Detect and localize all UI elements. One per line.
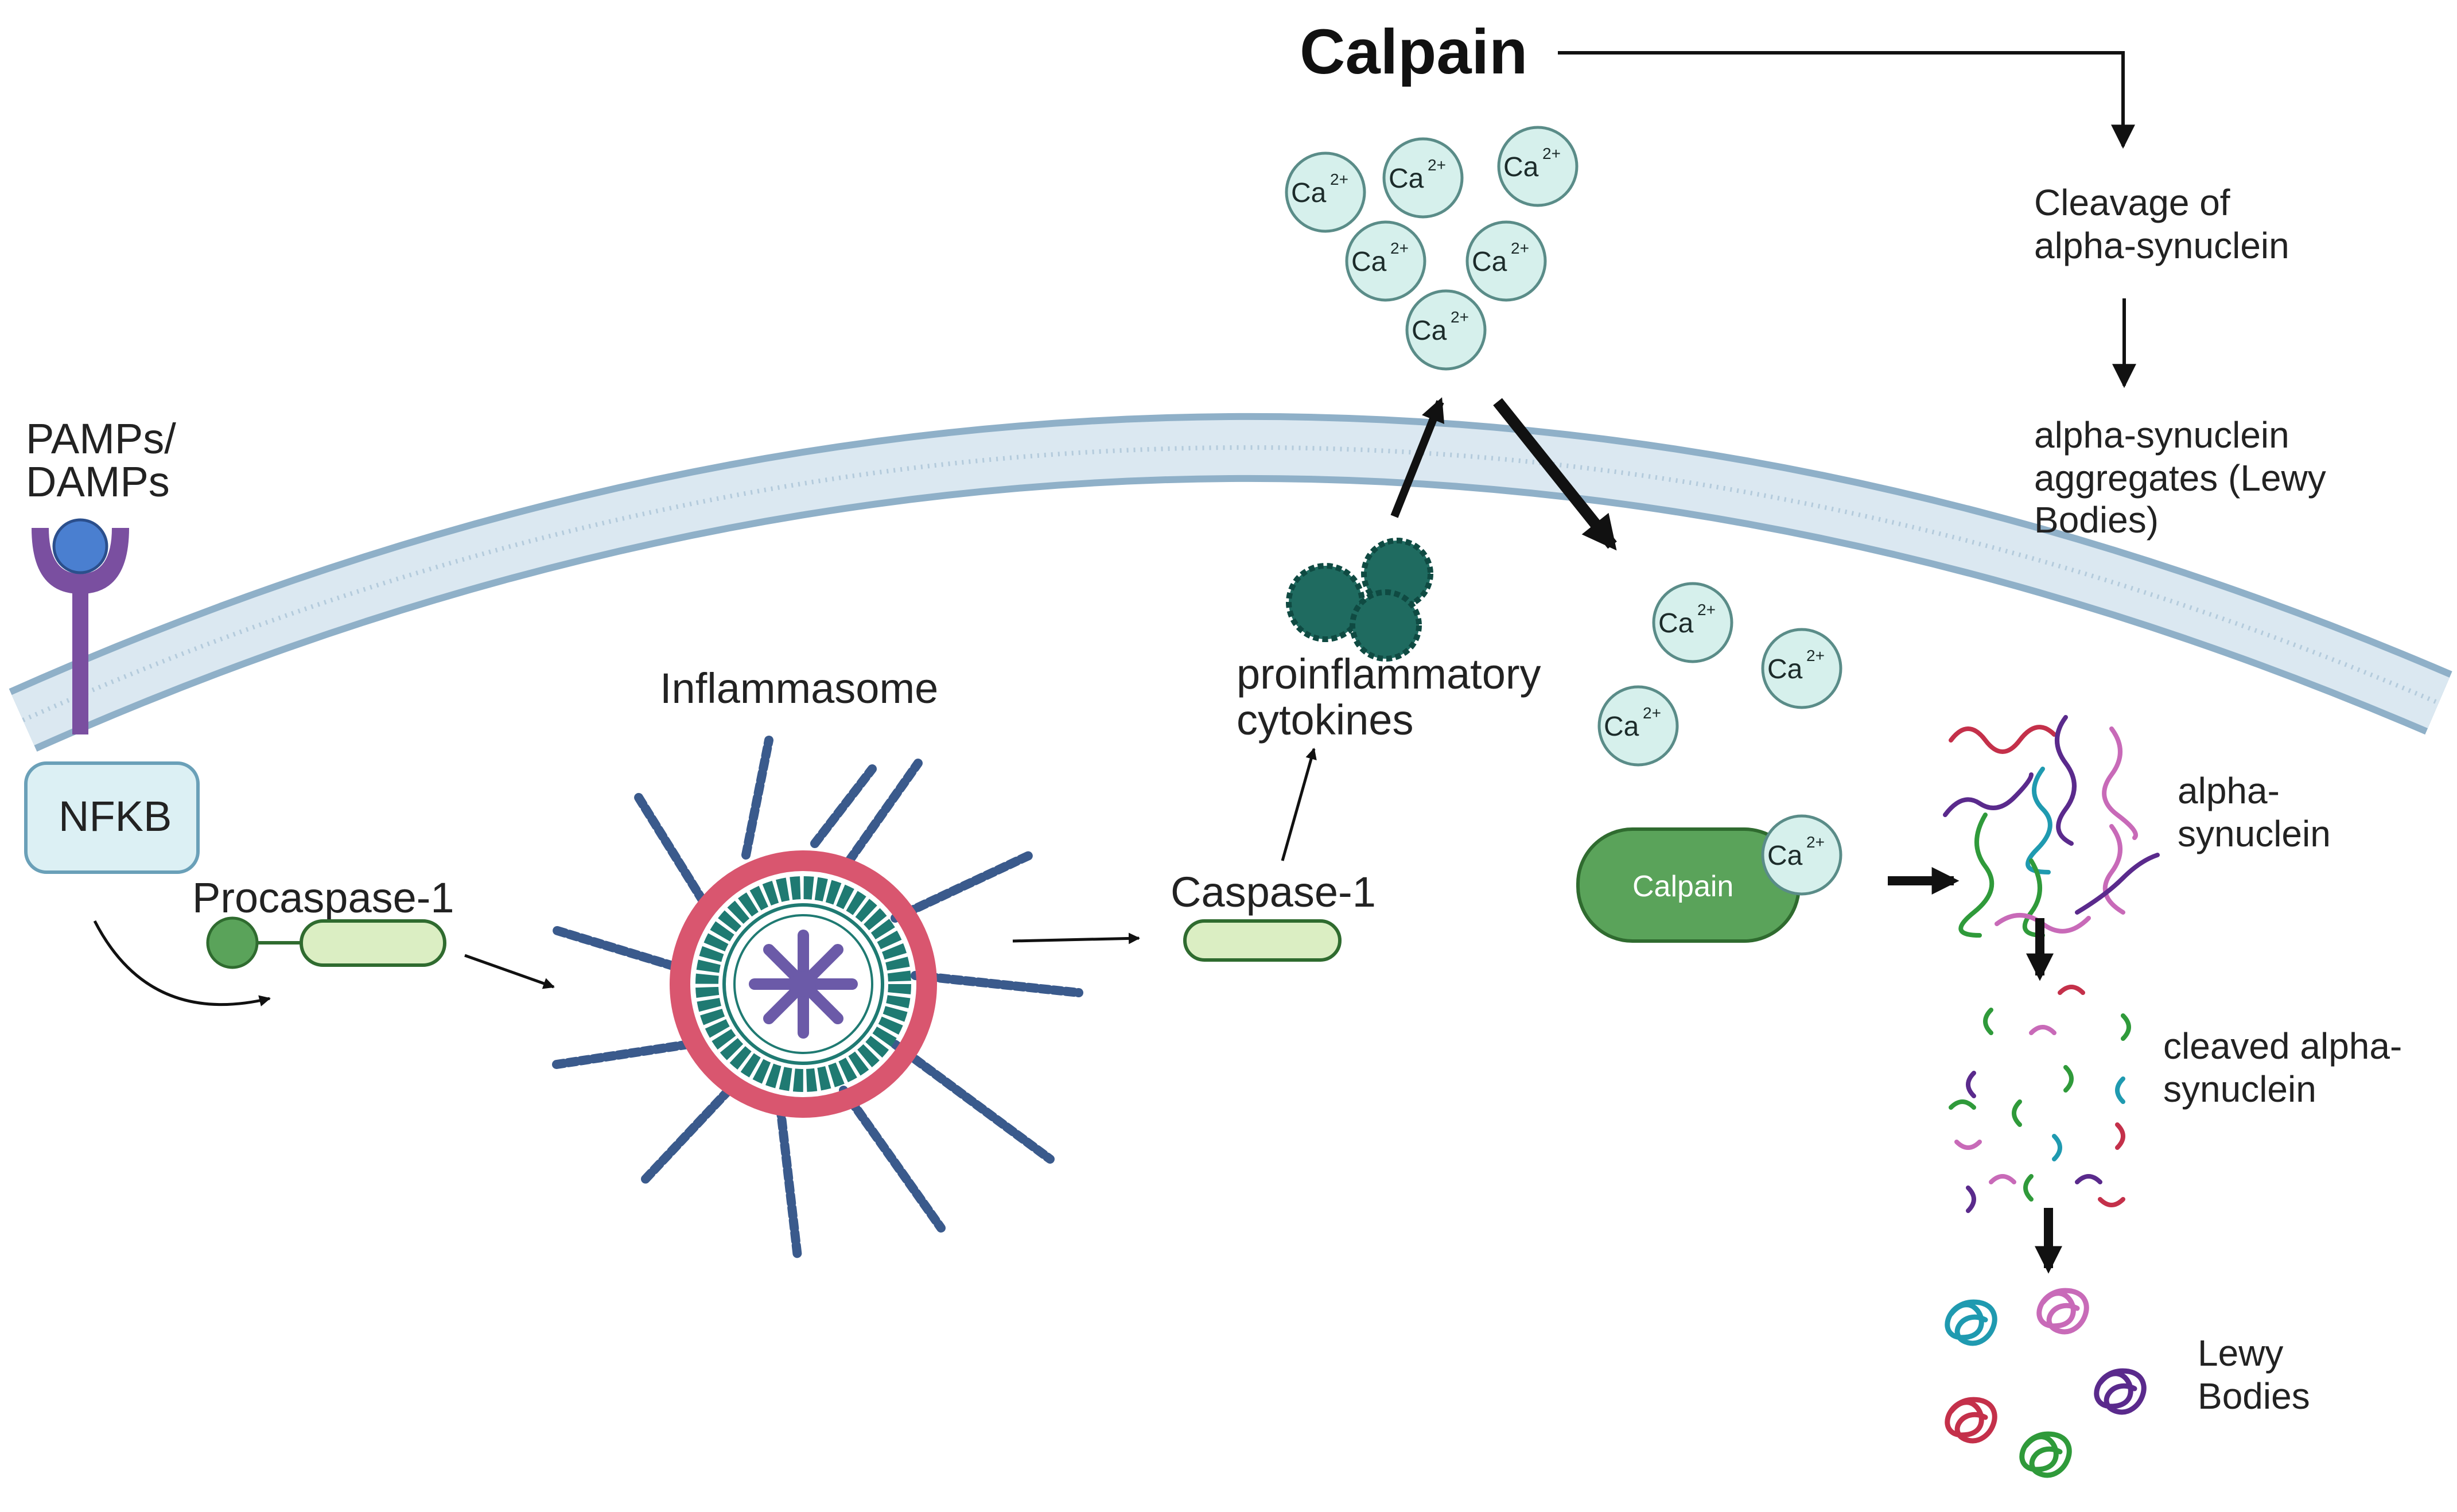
svg-text:Ca: Ca bbox=[1389, 164, 1424, 194]
caspase-molecule bbox=[1183, 919, 1342, 962]
pamps-label: PAMPs/ bbox=[26, 415, 176, 462]
svg-text:2+: 2+ bbox=[1697, 601, 1716, 619]
svg-text:2+: 2+ bbox=[1330, 170, 1348, 188]
nfkb-to-procaspase-arrow bbox=[93, 920, 271, 1006]
inflammasome-to-caspase-arrow bbox=[1012, 932, 1140, 944]
cleaved-label-line1: cleaved alpha- bbox=[2163, 1025, 2402, 1067]
caspase-to-cytokines-arrow bbox=[1281, 748, 1317, 861]
nfkb-label: NFKB bbox=[59, 792, 172, 840]
svg-text:Ca: Ca bbox=[1503, 152, 1539, 182]
svg-text:Ca: Ca bbox=[1767, 841, 1803, 871]
title-connector-arrow bbox=[1558, 51, 2135, 149]
svg-text:Ca: Ca bbox=[1291, 178, 1327, 208]
svg-text:2+: 2+ bbox=[1542, 145, 1561, 162]
alpha-synuclein-strands bbox=[1943, 715, 2160, 938]
cytokines-label-line2: cytokines bbox=[1237, 696, 1413, 744]
cytokines-label-line1: proinflammatory bbox=[1237, 650, 1541, 698]
aggregates-label-line2: aggregates (Lewy bbox=[2034, 457, 2326, 499]
title-calpain: Calpain bbox=[1300, 17, 1527, 87]
cleavage-label-line2: alpha-synuclein bbox=[2034, 225, 2289, 266]
svg-text:2+: 2+ bbox=[1428, 156, 1446, 174]
svg-text:2+: 2+ bbox=[1806, 833, 1825, 851]
alpha-synuclein-label-line1: alpha- bbox=[2178, 770, 2280, 811]
procaspase-molecule bbox=[206, 916, 446, 969]
damps-label: DAMPs bbox=[26, 458, 170, 506]
svg-text:Ca: Ca bbox=[1412, 316, 1447, 346]
svg-text:2+: 2+ bbox=[1643, 704, 1661, 722]
lewy-label-line2: Bodies bbox=[2198, 1375, 2310, 1417]
aggregates-label-line3: Bodies) bbox=[2034, 499, 2159, 541]
cleavage-label-line1: Cleavage of bbox=[2034, 182, 2230, 223]
cytokines-to-calcium-arrow bbox=[1390, 397, 1445, 518]
svg-text:2+: 2+ bbox=[1511, 239, 1529, 257]
svg-text:Ca: Ca bbox=[1472, 247, 1507, 277]
svg-text:Ca: Ca bbox=[1351, 247, 1387, 277]
svg-text:Ca: Ca bbox=[1658, 608, 1694, 639]
calcium-influx-arrow bbox=[1493, 398, 1617, 551]
aggregates-label-line1: alpha-synuclein bbox=[2034, 414, 2289, 456]
procaspase-to-inflammasome-arrow bbox=[464, 954, 555, 989]
procaspase-label: Procaspase-1 bbox=[192, 874, 454, 922]
nfkb-box: NFKB bbox=[24, 761, 200, 874]
cleaved-label-line2: synuclein bbox=[2163, 1068, 2316, 1110]
inflammasome-label: Inflammasome bbox=[660, 664, 938, 712]
cell-membrane bbox=[9, 413, 2452, 752]
inflammasome-structure bbox=[549, 736, 1083, 1261]
calpain-enzyme-label: Calpain bbox=[1632, 870, 1733, 903]
alpha-synuclein-label-line2: synuclein bbox=[2178, 813, 2331, 854]
svg-text:Ca: Ca bbox=[1604, 712, 1639, 742]
cytokine-cluster bbox=[1286, 538, 1433, 662]
lewy-label-line1: Lewy bbox=[2198, 1332, 2283, 1374]
svg-text:2+: 2+ bbox=[1806, 647, 1825, 664]
lewy-body-aggregates bbox=[1945, 1288, 2147, 1478]
receptor-icon bbox=[32, 518, 129, 734]
cleaved-synuclein-fragments bbox=[1949, 985, 2131, 1213]
svg-text:2+: 2+ bbox=[1451, 308, 1469, 326]
caspase-label: Caspase-1 bbox=[1171, 868, 1376, 916]
svg-text:Ca: Ca bbox=[1767, 654, 1803, 685]
svg-text:2+: 2+ bbox=[1390, 239, 1409, 257]
